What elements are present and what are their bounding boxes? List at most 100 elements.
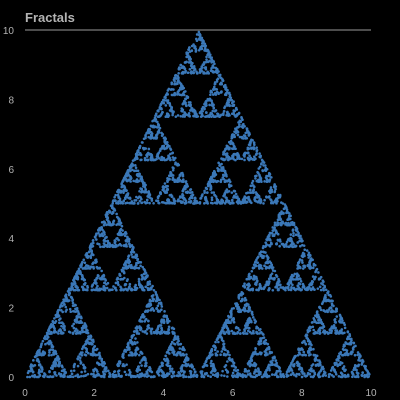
data-point xyxy=(350,350,353,354)
data-point xyxy=(270,176,273,179)
data-point xyxy=(305,286,309,290)
data-point xyxy=(122,271,126,275)
data-point xyxy=(129,250,133,254)
data-point xyxy=(136,374,140,378)
data-point xyxy=(216,350,219,353)
data-point xyxy=(306,264,309,267)
data-point xyxy=(140,158,143,162)
data-point xyxy=(324,299,328,303)
data-point xyxy=(162,98,166,102)
data-point xyxy=(306,337,310,341)
data-point xyxy=(312,262,316,266)
data-point xyxy=(90,372,93,376)
data-point xyxy=(168,364,172,368)
data-point xyxy=(104,239,107,243)
data-point xyxy=(163,182,167,185)
data-point xyxy=(171,348,175,351)
data-point xyxy=(63,328,66,332)
data-point xyxy=(231,371,235,375)
data-point xyxy=(164,191,167,194)
data-point xyxy=(136,368,139,372)
data-point xyxy=(258,328,261,332)
data-point xyxy=(216,200,220,203)
data-point xyxy=(82,258,86,262)
data-point xyxy=(243,155,246,158)
data-point xyxy=(144,317,148,321)
data-point xyxy=(209,57,213,60)
data-point xyxy=(249,319,253,323)
data-point xyxy=(339,317,342,321)
data-point xyxy=(82,374,85,378)
data-point xyxy=(171,166,175,169)
data-point xyxy=(186,71,190,74)
data-point xyxy=(268,234,271,237)
data-point xyxy=(278,195,282,199)
data-point xyxy=(47,340,51,343)
data-point xyxy=(281,242,285,246)
data-point xyxy=(213,62,216,66)
data-point xyxy=(205,191,209,194)
data-point xyxy=(361,358,364,362)
data-point xyxy=(200,194,204,198)
data-point xyxy=(275,231,279,235)
data-point xyxy=(252,329,255,333)
data-point xyxy=(263,168,267,172)
data-point xyxy=(51,348,55,352)
data-point xyxy=(54,364,57,368)
data-point xyxy=(167,87,171,91)
data-point xyxy=(128,175,132,178)
data-point xyxy=(138,153,142,156)
data-point xyxy=(189,64,193,68)
data-point xyxy=(166,187,170,191)
data-point xyxy=(113,195,116,199)
data-point xyxy=(120,224,124,228)
data-point xyxy=(52,361,55,365)
data-point xyxy=(171,93,175,97)
data-point xyxy=(46,333,49,337)
data-point xyxy=(210,112,214,115)
data-point xyxy=(343,352,347,356)
data-point xyxy=(233,135,236,139)
data-point xyxy=(145,305,149,308)
data-point xyxy=(33,375,37,378)
data-point xyxy=(81,285,85,289)
data-point xyxy=(185,185,188,189)
data-point xyxy=(295,275,299,279)
data-point xyxy=(269,186,273,189)
data-point xyxy=(57,318,61,322)
data-point xyxy=(63,326,66,330)
data-point xyxy=(120,277,123,281)
data-point xyxy=(119,221,122,224)
data-point xyxy=(198,202,202,205)
data-point xyxy=(277,215,281,219)
data-point xyxy=(100,226,104,229)
data-point xyxy=(233,190,237,193)
data-point xyxy=(272,356,276,360)
data-point xyxy=(246,319,249,323)
data-point xyxy=(343,326,347,330)
data-point xyxy=(285,208,289,211)
data-point xyxy=(173,374,176,378)
data-point xyxy=(255,277,258,280)
data-point xyxy=(293,356,296,359)
data-point xyxy=(235,114,238,118)
data-point xyxy=(166,361,170,365)
data-point xyxy=(346,373,350,377)
data-point xyxy=(215,197,219,201)
data-point xyxy=(262,250,266,254)
data-point xyxy=(220,350,224,353)
data-point xyxy=(95,232,98,236)
data-point xyxy=(191,365,195,369)
data-point xyxy=(160,131,163,135)
data-point xyxy=(75,286,79,289)
data-point xyxy=(37,371,41,375)
data-point xyxy=(105,243,109,247)
data-point xyxy=(160,331,164,335)
data-point xyxy=(199,371,203,374)
data-point xyxy=(77,315,81,319)
data-point xyxy=(131,247,135,251)
data-point xyxy=(365,368,368,372)
data-point xyxy=(185,104,188,108)
data-point xyxy=(74,307,77,311)
data-point xyxy=(200,375,204,378)
